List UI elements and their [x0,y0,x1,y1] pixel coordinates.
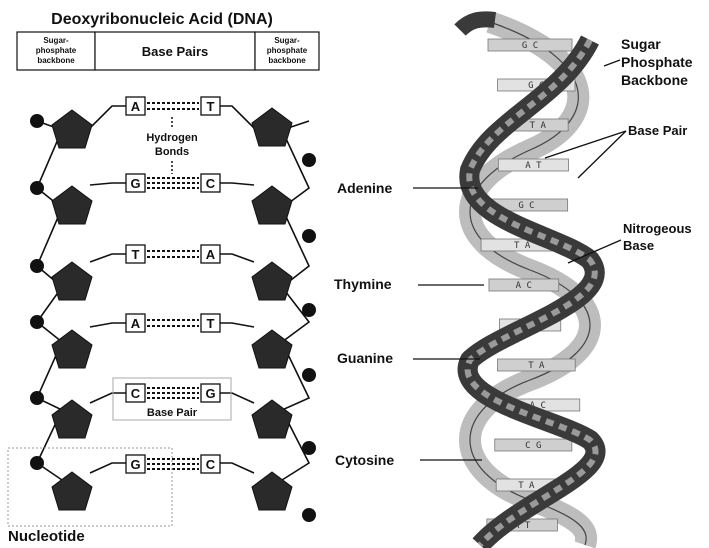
base-right-3: A [206,247,216,262]
label-sugar-line3: Backbone [621,72,688,88]
base-left-4: A [131,316,141,331]
label-adenine: Adenine [337,180,392,196]
base-left-2: G [130,176,140,191]
phosphate-icon [302,441,316,455]
base-left-6: G [130,457,140,472]
label-nitrogeous-line2: Base [623,238,654,253]
hydrogen-bonds-label-line1: Hydrogen [146,132,198,144]
phosphate-icon [30,456,44,470]
phosphate-icon [302,303,316,317]
helix-rung-label: A T [525,161,542,171]
helix-rung-label: T A [514,241,531,251]
sugar-pentagon-icon [52,262,92,300]
sugar-pentagon-icon [52,400,92,438]
base-pair-row-6: G C [126,455,220,473]
header-right-line1: Sugar- [274,36,300,45]
base-pair-row-1: A T [126,97,220,115]
sugar-pentagon-icon [52,330,92,368]
phosphate-icon [302,153,316,167]
base-pair-row-5: C G Base Pair [113,378,231,420]
helix-rung-label: A C [516,281,532,291]
sugar-pentagon-icon [52,110,92,148]
label-sugar-line2: Phosphate [621,54,693,70]
double-helix: G CG CT AA TG CT AA CG CT AA CC GT AA T [460,19,596,545]
base-pair-row-4: A T [126,314,220,332]
base-left-3: T [132,247,140,262]
base-right-5: G [205,386,215,401]
base-left-5: C [131,386,141,401]
helix-rung-label: T A [530,121,547,131]
label-guanine: Guanine [337,350,393,366]
helix-rung-label: C G [525,441,541,451]
phosphate-icon [30,315,44,329]
sugar-pentagon-icon [252,108,292,146]
header-left-line1: Sugar- [43,36,69,45]
helix-rung-label: G C [518,201,534,211]
header-right-line2: phosphate [267,46,308,55]
helix-rung-label: T A [528,361,545,371]
base-pair-row-2: G C [126,174,220,192]
header-left-line3: backbone [37,56,75,65]
base-pair-row-3: T A [126,245,220,263]
label-thymine: Thymine [334,276,392,292]
phosphate-icon [30,114,44,128]
helix-rung-label: T A [518,481,535,491]
phosphate-icon [302,368,316,382]
hydrogen-bonds-label-line2: Bonds [155,146,189,158]
base-right-4: T [207,316,215,331]
sugar-pentagon-icon [252,186,292,224]
header-right-line3: backbone [268,56,306,65]
nucleotide-label: Nucleotide [8,528,85,545]
label-base-pair: Base Pair [628,123,687,138]
sugar-pentagon-icon [252,400,292,438]
label-nitrogeous-line1: Nitrogeous [623,221,692,236]
left-ladder: A T G C Hydrogen Bonds T A [8,97,316,545]
phosphate-icon [30,391,44,405]
phosphate-icon [30,259,44,273]
base-right-2: C [206,176,216,191]
header-left-line2: phosphate [36,46,77,55]
header-table: Sugar- phosphate backbone Base Pairs Sug… [17,32,319,70]
label-sugar-line1: Sugar [621,36,661,52]
phosphate-icon [302,229,316,243]
base-right-1: T [207,99,215,114]
base-pair-label: Base Pair [147,407,198,419]
phosphate-icon [302,508,316,522]
sugar-pentagon-icon [52,186,92,224]
diagram-title: Deoxyribonucleic Acid (DNA) [51,11,273,28]
phosphate-icon [30,181,44,195]
header-middle: Base Pairs [142,44,209,59]
helix-rung-label: G C [522,41,538,51]
label-cytosine: Cytosine [335,452,394,468]
sugar-pentagon-icon [252,262,292,300]
sugar-pentagon-icon [252,330,292,368]
base-right-6: C [206,457,216,472]
base-left-1: A [131,99,141,114]
